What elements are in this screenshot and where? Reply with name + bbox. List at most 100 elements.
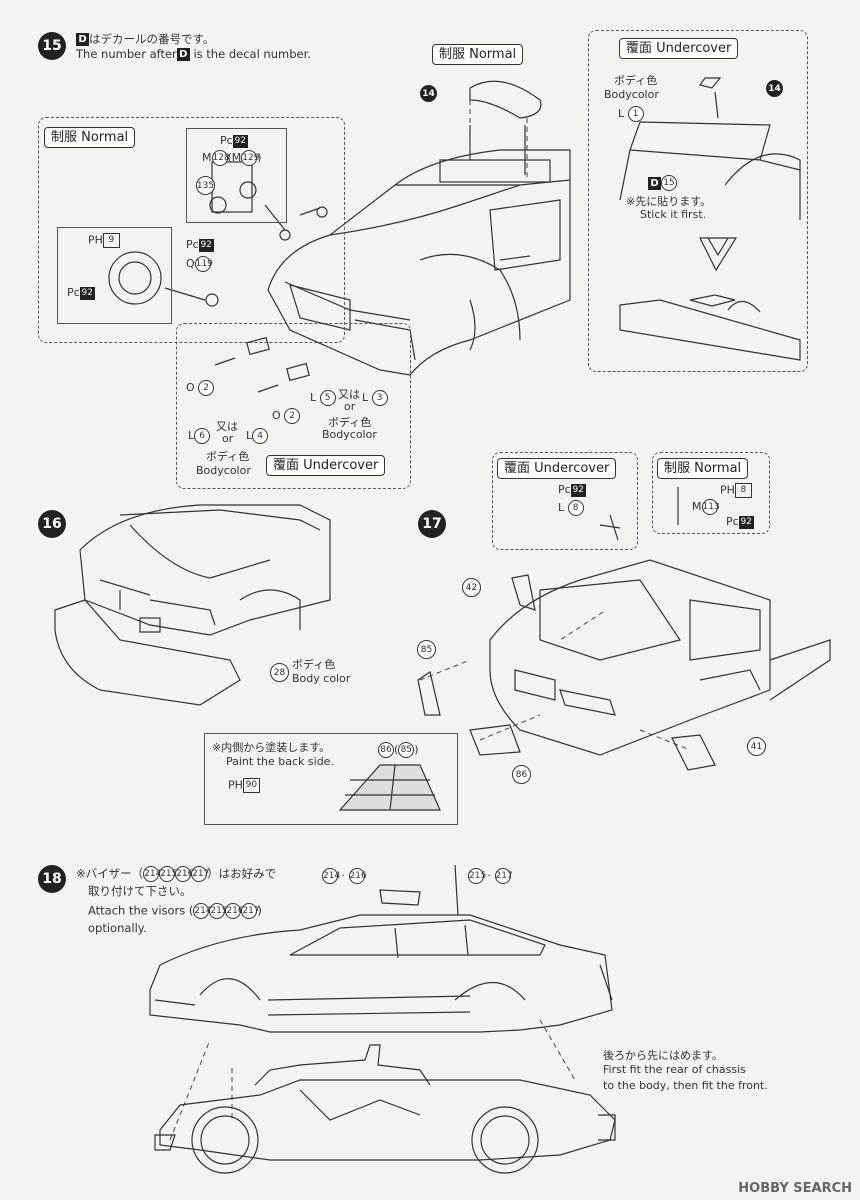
m-letter: M <box>202 151 212 164</box>
part-85-label: 85 <box>420 644 433 655</box>
ph-letter-c: PH <box>228 778 243 792</box>
l-letter: L <box>310 391 317 404</box>
l-letter-c: L <box>188 429 195 442</box>
part-q119: Q119 <box>186 256 213 272</box>
q119-value: 119 <box>194 256 213 272</box>
decal-badge-icon: D <box>176 48 190 61</box>
l5-value: 5 <box>319 390 336 406</box>
part-o2-a: O 2 <box>186 380 215 396</box>
bodycolor-en-b: Bodycolor <box>322 428 377 441</box>
n-ph-value: 8 <box>734 483 752 498</box>
visor-top-217: 217 <box>494 868 513 884</box>
part-42: 42 <box>462 578 481 597</box>
decal-badge-icon: D <box>76 33 89 46</box>
part-m128-m129: M128(M129) <box>202 150 262 166</box>
part-l1: L 1 <box>618 106 644 122</box>
ref-14-label: 14 <box>422 88 435 99</box>
step17-uc-l: L 8 <box>558 500 584 516</box>
or-jp-b: 又は <box>338 388 360 401</box>
l-letter-d: L <box>246 429 253 442</box>
visor-217: 217 <box>191 866 209 882</box>
n-m-value: 113 <box>701 499 720 515</box>
visor-top-216: 216 <box>348 868 367 884</box>
d-badge-icon: D <box>648 176 661 190</box>
normal-tag-top: 制服 Normal <box>432 44 524 65</box>
visor-en-215: 215 <box>209 903 228 919</box>
visor-en-b: ) <box>257 903 262 918</box>
visor-en-216: 216 <box>225 903 244 919</box>
part-86-label: 86 <box>515 769 528 780</box>
pc-letter-e: Pc <box>726 515 739 528</box>
ph-letter-b: PH <box>720 483 735 497</box>
visor-top-215: 215 <box>468 868 486 884</box>
l-letter-b: L <box>362 391 369 404</box>
uc-bodycolor-jp: ボディ色 <box>614 74 658 87</box>
step-number-16: 16 <box>38 510 66 538</box>
d15-value: 15 <box>661 175 677 191</box>
part-86: 86 <box>512 765 531 784</box>
o-letter-b: O <box>272 409 281 422</box>
visor-214: 214 <box>143 866 161 882</box>
or-jp: 又は <box>216 420 238 433</box>
step17-undercover-box <box>492 452 638 550</box>
step16-bodycolor-jp: ボディ色 <box>292 658 336 671</box>
part-135: 135 <box>196 176 215 195</box>
visor-note-jp: ※バイザー（214215216217）はお好みで <box>76 866 276 882</box>
watermark: HOBBY SEARCH <box>738 1181 852 1196</box>
visor-en-214: 214 <box>193 903 212 919</box>
step-number-17: 17 <box>418 510 446 538</box>
pc-letter: Pc <box>220 134 233 147</box>
q-letter: Q <box>186 257 195 270</box>
part-l3: L 3 <box>362 390 388 406</box>
visor-215: 215 <box>159 866 177 882</box>
pc-letter-c: Pc <box>186 238 199 251</box>
visor-rear-pair: 215 · 217 <box>468 868 513 884</box>
step-number-18: 18 <box>38 865 66 893</box>
part-o2-b: O 2 <box>272 408 301 424</box>
decal-note-jp-text: はデカールの番号です。 <box>89 32 215 46</box>
step17-uc-tag: 覆面 Undercover <box>497 458 617 479</box>
step-number-label: 15 <box>42 38 62 54</box>
pc-letter-b: Pc <box>67 286 80 299</box>
visor-note-en-c: optionally. <box>88 921 147 935</box>
paint-refs: 86(85) <box>378 742 419 758</box>
visor-front-pair: 214 · 216 <box>322 868 367 884</box>
bodycolor-jp-b: ボディ色 <box>328 416 372 429</box>
paint-ref-a: 86 <box>378 742 394 758</box>
part-28: 28 <box>270 663 289 682</box>
paint-note-jp: ※内側から塗装します。 <box>212 741 331 754</box>
bodycolor-en: Bodycolor <box>196 464 251 477</box>
paint-note-en: Paint the back side. <box>226 755 334 768</box>
part-135-label: 135 <box>196 180 215 191</box>
wheel-part-box <box>57 227 172 324</box>
decal-note-en-b: is the decal number. <box>193 47 311 61</box>
step16-bodycolor-en: Body color <box>292 672 351 685</box>
uc-bodycolor-en: Bodycolor <box>604 88 659 101</box>
step-number-label: 16 <box>42 516 62 532</box>
o2-b-value: 2 <box>284 408 301 424</box>
undercover-tag: 覆面 Undercover <box>266 455 386 476</box>
or-en: or <box>222 432 234 445</box>
pc92-a-value: 92 <box>232 134 248 148</box>
undercover-tag-top: 覆面 Undercover <box>619 38 739 59</box>
l6-value: 6 <box>194 428 211 444</box>
paint-note-box <box>204 733 458 825</box>
part-l5: L 5 <box>310 390 336 406</box>
part-41: 41 <box>747 737 766 756</box>
part-85: 85 <box>417 640 436 659</box>
paint-ref-b: 85 <box>398 742 415 758</box>
part-28-label: 28 <box>273 667 286 678</box>
uc-pc-value: 92 <box>570 483 586 497</box>
l1-value: 1 <box>627 106 644 122</box>
m129-value: 129 <box>241 150 259 166</box>
